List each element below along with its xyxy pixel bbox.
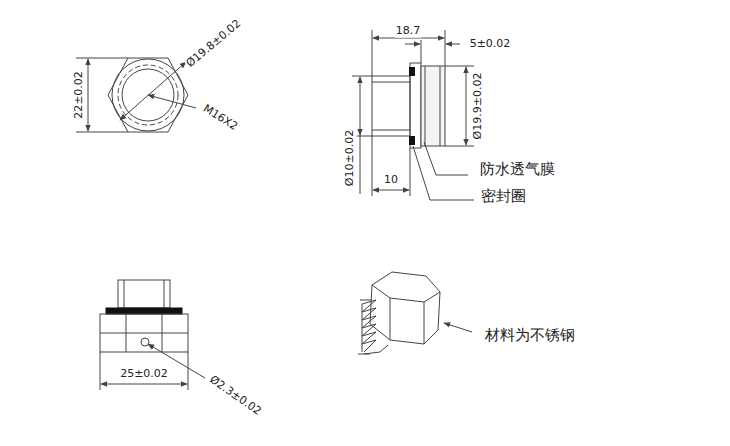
dimension-label: Ø2.3±0.02	[206, 373, 264, 419]
dimension-label: 18.7	[395, 25, 422, 38]
part-label: 密封圈	[480, 188, 527, 205]
dimension-label: Ø19.9±0.02	[472, 72, 485, 141]
dimension-label: Ø19.8±0.02	[184, 17, 245, 71]
dimension-label: 22±0.02	[73, 70, 86, 120]
dimension-label: 25±0.02	[119, 368, 169, 381]
thread-label: M16X2	[200, 102, 241, 134]
material-note: 材料为不锈钢	[484, 327, 576, 344]
dimension-label: 10	[383, 174, 399, 187]
dimension-label: 5±0.02	[469, 38, 512, 51]
dimension-label: Ø10±0.02	[344, 129, 357, 187]
part-label: 防水透气膜	[479, 161, 556, 178]
